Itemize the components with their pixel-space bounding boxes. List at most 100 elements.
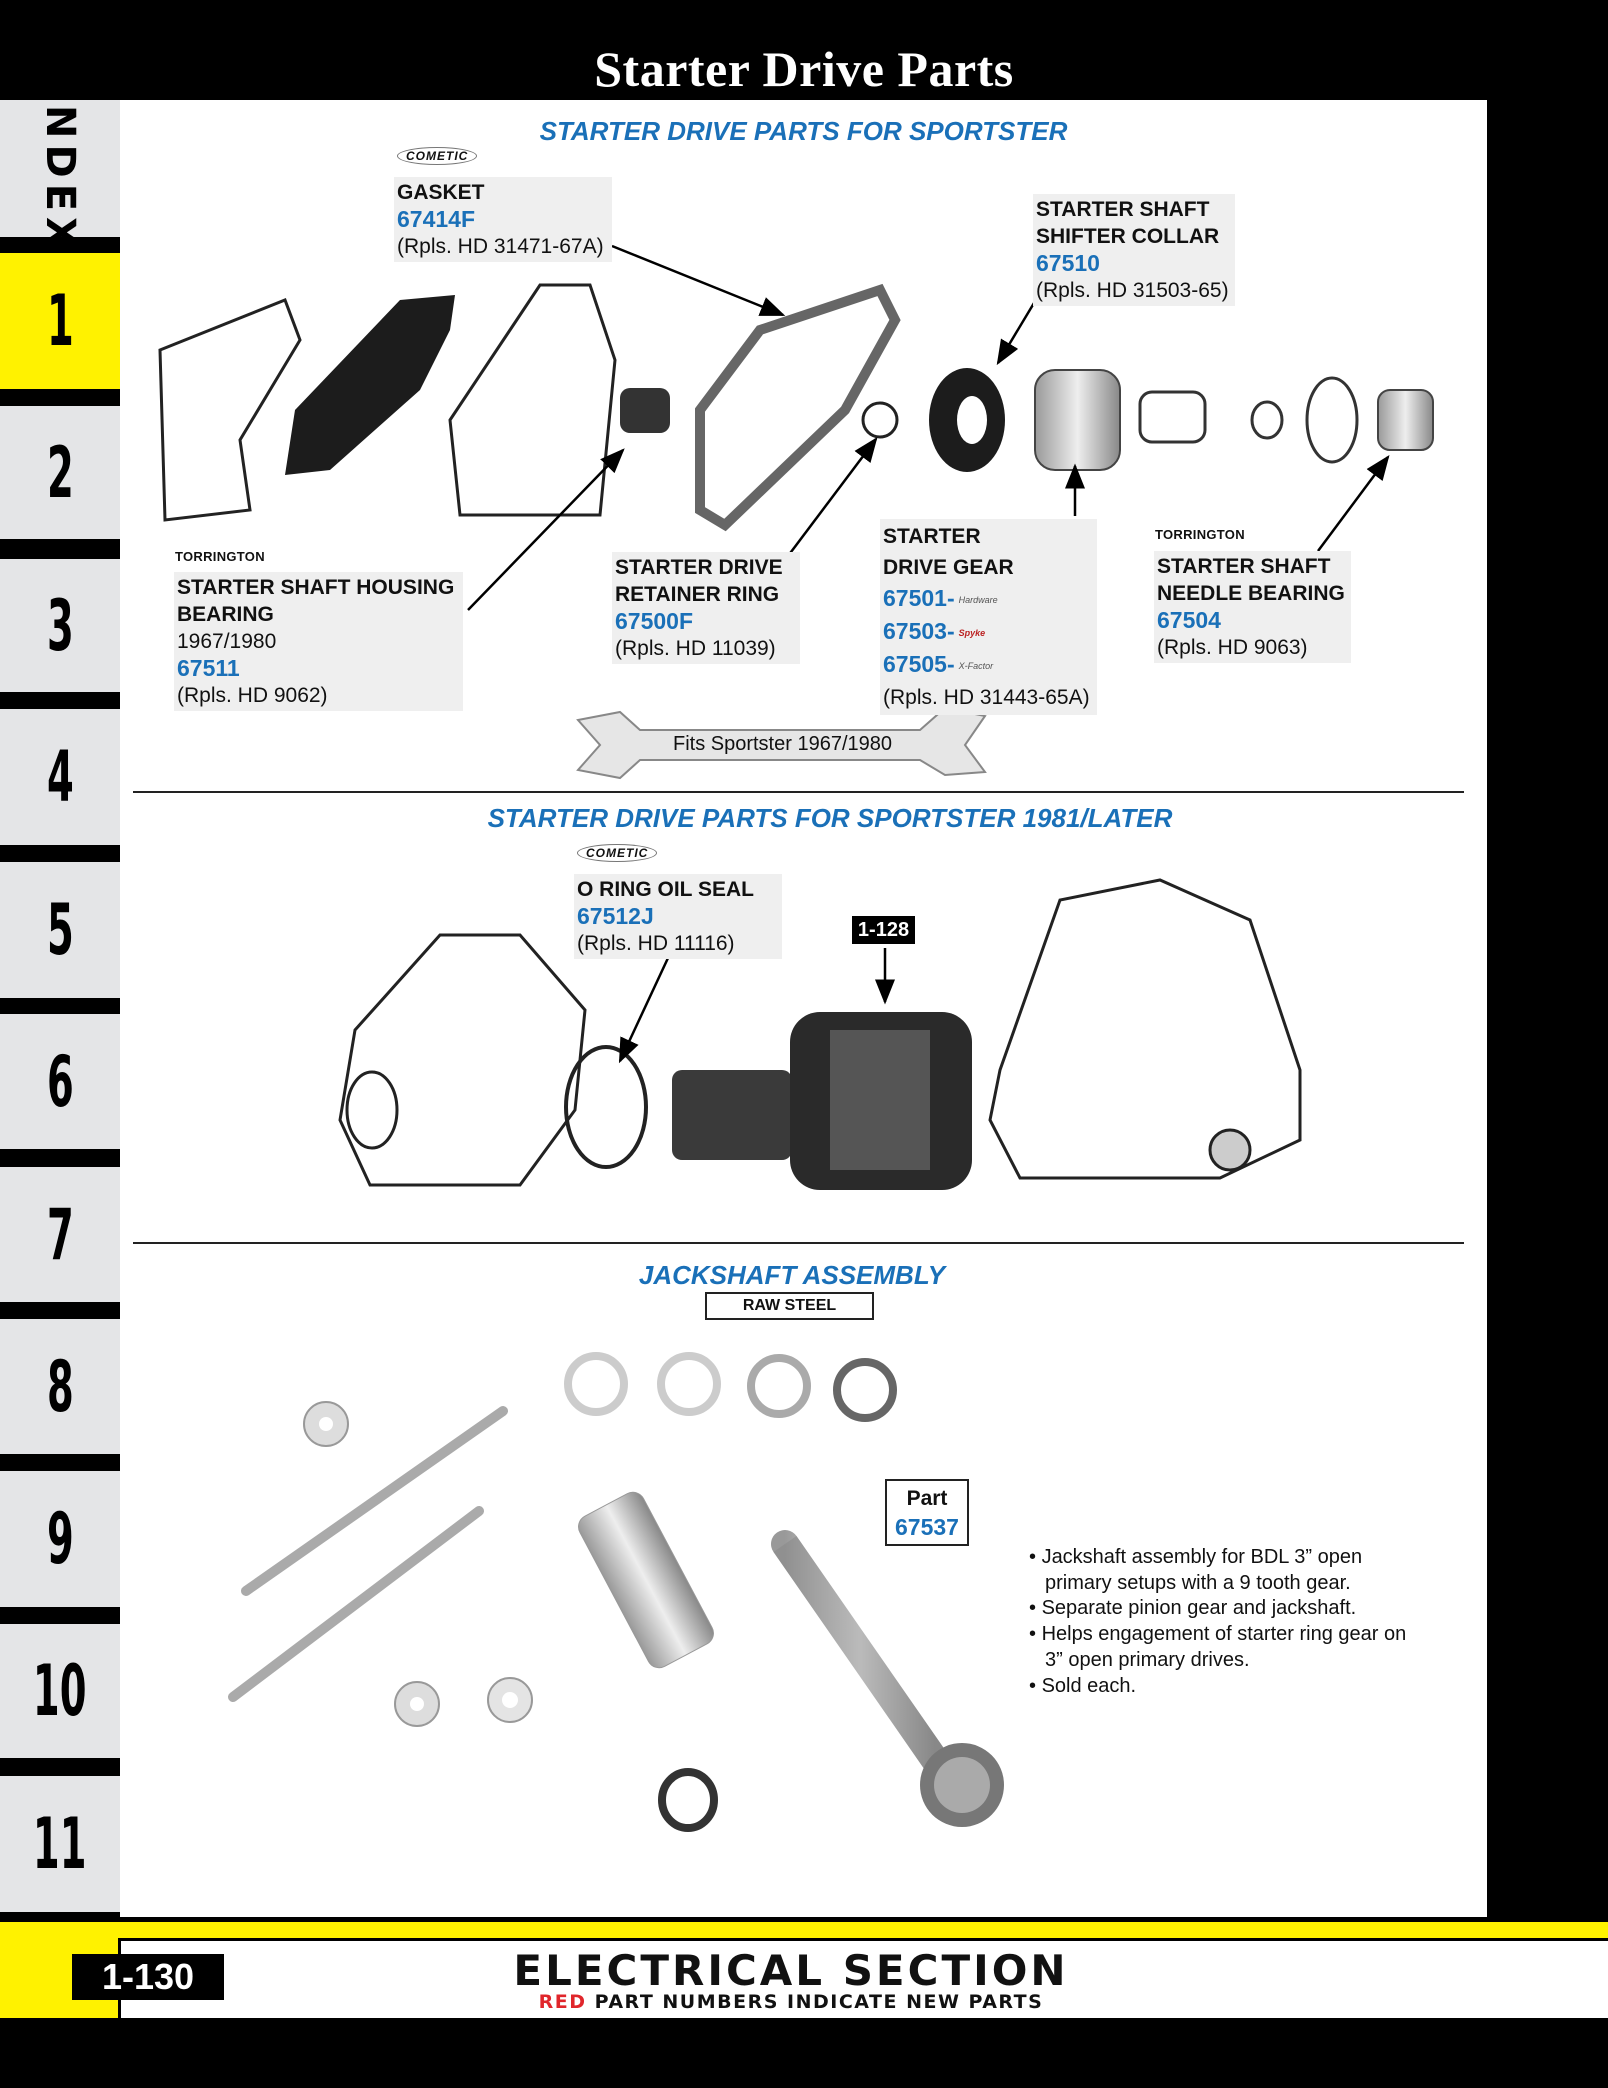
feature-bullet: • Helps engagement of starter ring gear … (1029, 1623, 1407, 1671)
wrench-banner (576, 706, 987, 780)
part-number[interactable]: 67414F (397, 206, 476, 232)
section-divider (133, 791, 1464, 793)
tab-label: 7 (46, 1193, 74, 1276)
tab-1[interactable]: 1 (0, 253, 120, 389)
footer-strip (118, 1938, 1608, 2018)
tab-label: 8 (46, 1345, 74, 1428)
tab-2[interactable]: 2 (0, 406, 120, 539)
note-text: PART NUMBERS INDICATE NEW PARTS (586, 1991, 1044, 2013)
replaces: (Rpls. HD 11116) (577, 932, 735, 955)
needle-bearing-callout: STARTER SHAFT NEEDLE BEARING 67504 (Rpls… (1154, 551, 1351, 663)
replaces: (Rpls. HD 31503-65) (1036, 279, 1229, 302)
fitment: 1967/1980 (177, 630, 277, 653)
tab-label: 10 (33, 1650, 87, 1732)
part-number[interactable]: 67505- (883, 650, 955, 677)
tab-label: 9 (46, 1498, 74, 1580)
part-name: STARTER SHAFT (1157, 555, 1331, 578)
cometic-logo: COMETIC (397, 147, 478, 165)
tab-label: 5 (46, 889, 74, 971)
fitment-note: Fits Sportster 1967/1980 (672, 733, 892, 755)
tab-10[interactable]: 10 (0, 1624, 120, 1758)
tab-label: 1 (46, 280, 74, 362)
part-number[interactable]: 67504 (1157, 607, 1221, 633)
housing-bearing-drawing (620, 388, 670, 433)
tab-label: 2 (46, 431, 74, 514)
feature-bullet: • Separate pinion gear and jackshaft. (1029, 1597, 1357, 1620)
feature-list: • Jackshaft assembly for BDL 3” open pri… (1029, 1545, 1429, 1699)
spring-drawing (658, 1768, 718, 1832)
small-parts-drawing (1138, 376, 1359, 464)
part-number[interactable]: 67510 (1036, 250, 1100, 276)
feature-bullet: • Sold each. (1029, 1674, 1137, 1697)
starter-housing-drawing (338, 933, 587, 1187)
o-ring-callout: O RING OIL SEAL 67512J (Rpls. HD 11116) (574, 874, 782, 959)
part-number[interactable]: 67511 (177, 655, 240, 681)
part-number[interactable]: 67512J (577, 903, 654, 929)
jackshaft-drawing (771, 1530, 1004, 1827)
bolts-drawing (228, 1406, 508, 1702)
housing-bearing-callout: STARTER SHAFT HOUSING BEARING 1967/1980 … (174, 572, 463, 711)
part-name: O RING OIL SEAL (577, 878, 754, 901)
tab-label: 3 (46, 584, 74, 667)
tab-index[interactable]: INDEX (0, 84, 120, 253)
part-number[interactable]: 67537 (895, 1514, 959, 1540)
starter-drive-gear-drawing (672, 1012, 972, 1190)
tab-4[interactable]: 4 (0, 709, 120, 845)
replaces: (Rpls. HD 9063) (1157, 636, 1308, 659)
lock-tab-washer-drawing (303, 1401, 349, 1447)
tab-9[interactable]: 9 (0, 1471, 120, 1607)
replaces: (Rpls. HD 9062) (177, 684, 328, 707)
tab-label: 6 (46, 1040, 74, 1123)
part-name: DRIVE GEAR (883, 556, 1014, 579)
gasket-gray-drawing (695, 283, 901, 532)
washers-drawing (394, 1677, 533, 1727)
part-name: BEARING (177, 603, 274, 626)
section-heading-jackshaft: JACKSHAFT ASSEMBLY (638, 1260, 946, 1290)
part-name: RETAINER RING (615, 583, 780, 606)
part-number[interactable]: 67503- (883, 617, 955, 644)
part-name: STARTER SHAFT HOUSING (177, 576, 455, 599)
thrust-washers-drawing (564, 1352, 897, 1422)
tab-11[interactable]: 11 (0, 1776, 120, 1912)
shifter-collar-callout: STARTER SHAFT SHIFTER COLLAR 67510 (Rpls… (1033, 194, 1235, 306)
part-name: STARTER DRIVE (615, 556, 783, 579)
part-number[interactable]: 67500F (615, 608, 694, 634)
footer-note: RED PART NUMBERS INDICATE NEW PARTS (120, 1991, 1462, 2013)
section-heading-sportster: STARTER DRIVE PARTS FOR SPORTSTER (539, 116, 1068, 146)
tab-6[interactable]: 6 (0, 1014, 120, 1149)
part-number[interactable]: 67501- (883, 585, 955, 611)
tab-7[interactable]: 7 (0, 1167, 120, 1302)
tab-8[interactable]: 8 (0, 1319, 120, 1454)
tab-3[interactable]: 3 (0, 559, 120, 692)
spacer-tube-drawing (578, 1491, 714, 1669)
drive-gear-drawing (1034, 369, 1121, 471)
tab-divider (0, 237, 120, 253)
page-number: 1-130 (72, 1954, 224, 2000)
o-ring-drawing (564, 1045, 648, 1169)
section-heading-1981-later: STARTER DRIVE PARTS FOR SPORTSTER 1981/L… (487, 803, 1173, 833)
retainer-ring-callout: STARTER DRIVE RETAINER RING 67500F (Rpls… (612, 552, 800, 664)
tab-divider (0, 389, 120, 405)
x-factor-logo: X-Factor (958, 660, 994, 671)
retainer-ring-drawing (861, 401, 899, 439)
torrington-logo: TORRINGTON (175, 549, 265, 564)
part-name: GASKET (397, 181, 485, 204)
needle-bearing-drawing (1377, 389, 1434, 451)
section-divider (133, 1242, 1464, 1244)
shifter-collar-drawing (929, 368, 1005, 472)
starter-cover-drawing (988, 878, 1302, 1180)
finish-badge: RAW STEEL (705, 1292, 874, 1320)
hardware-logo: Hardware (958, 594, 998, 605)
cometic-logo: COMETIC (577, 844, 658, 862)
black-gasket-drawing (285, 295, 455, 475)
part-name: NEEDLE BEARING (1157, 582, 1345, 605)
page-title: Starter Drive Parts (594, 41, 1014, 97)
tab-5[interactable]: 5 (0, 862, 120, 998)
replaces: (Rpls. HD 31471-67A) (397, 235, 604, 258)
part-number-box: Part 67537 (885, 1479, 969, 1546)
drive-gear-callout: STARTER DRIVE GEAR 67501-Hardware 67503-… (880, 519, 1097, 715)
part-label: Part (906, 1487, 948, 1510)
part-name: SHIFTER COLLAR (1036, 225, 1220, 248)
page-reference-badge[interactable]: 1-128 (852, 916, 915, 944)
